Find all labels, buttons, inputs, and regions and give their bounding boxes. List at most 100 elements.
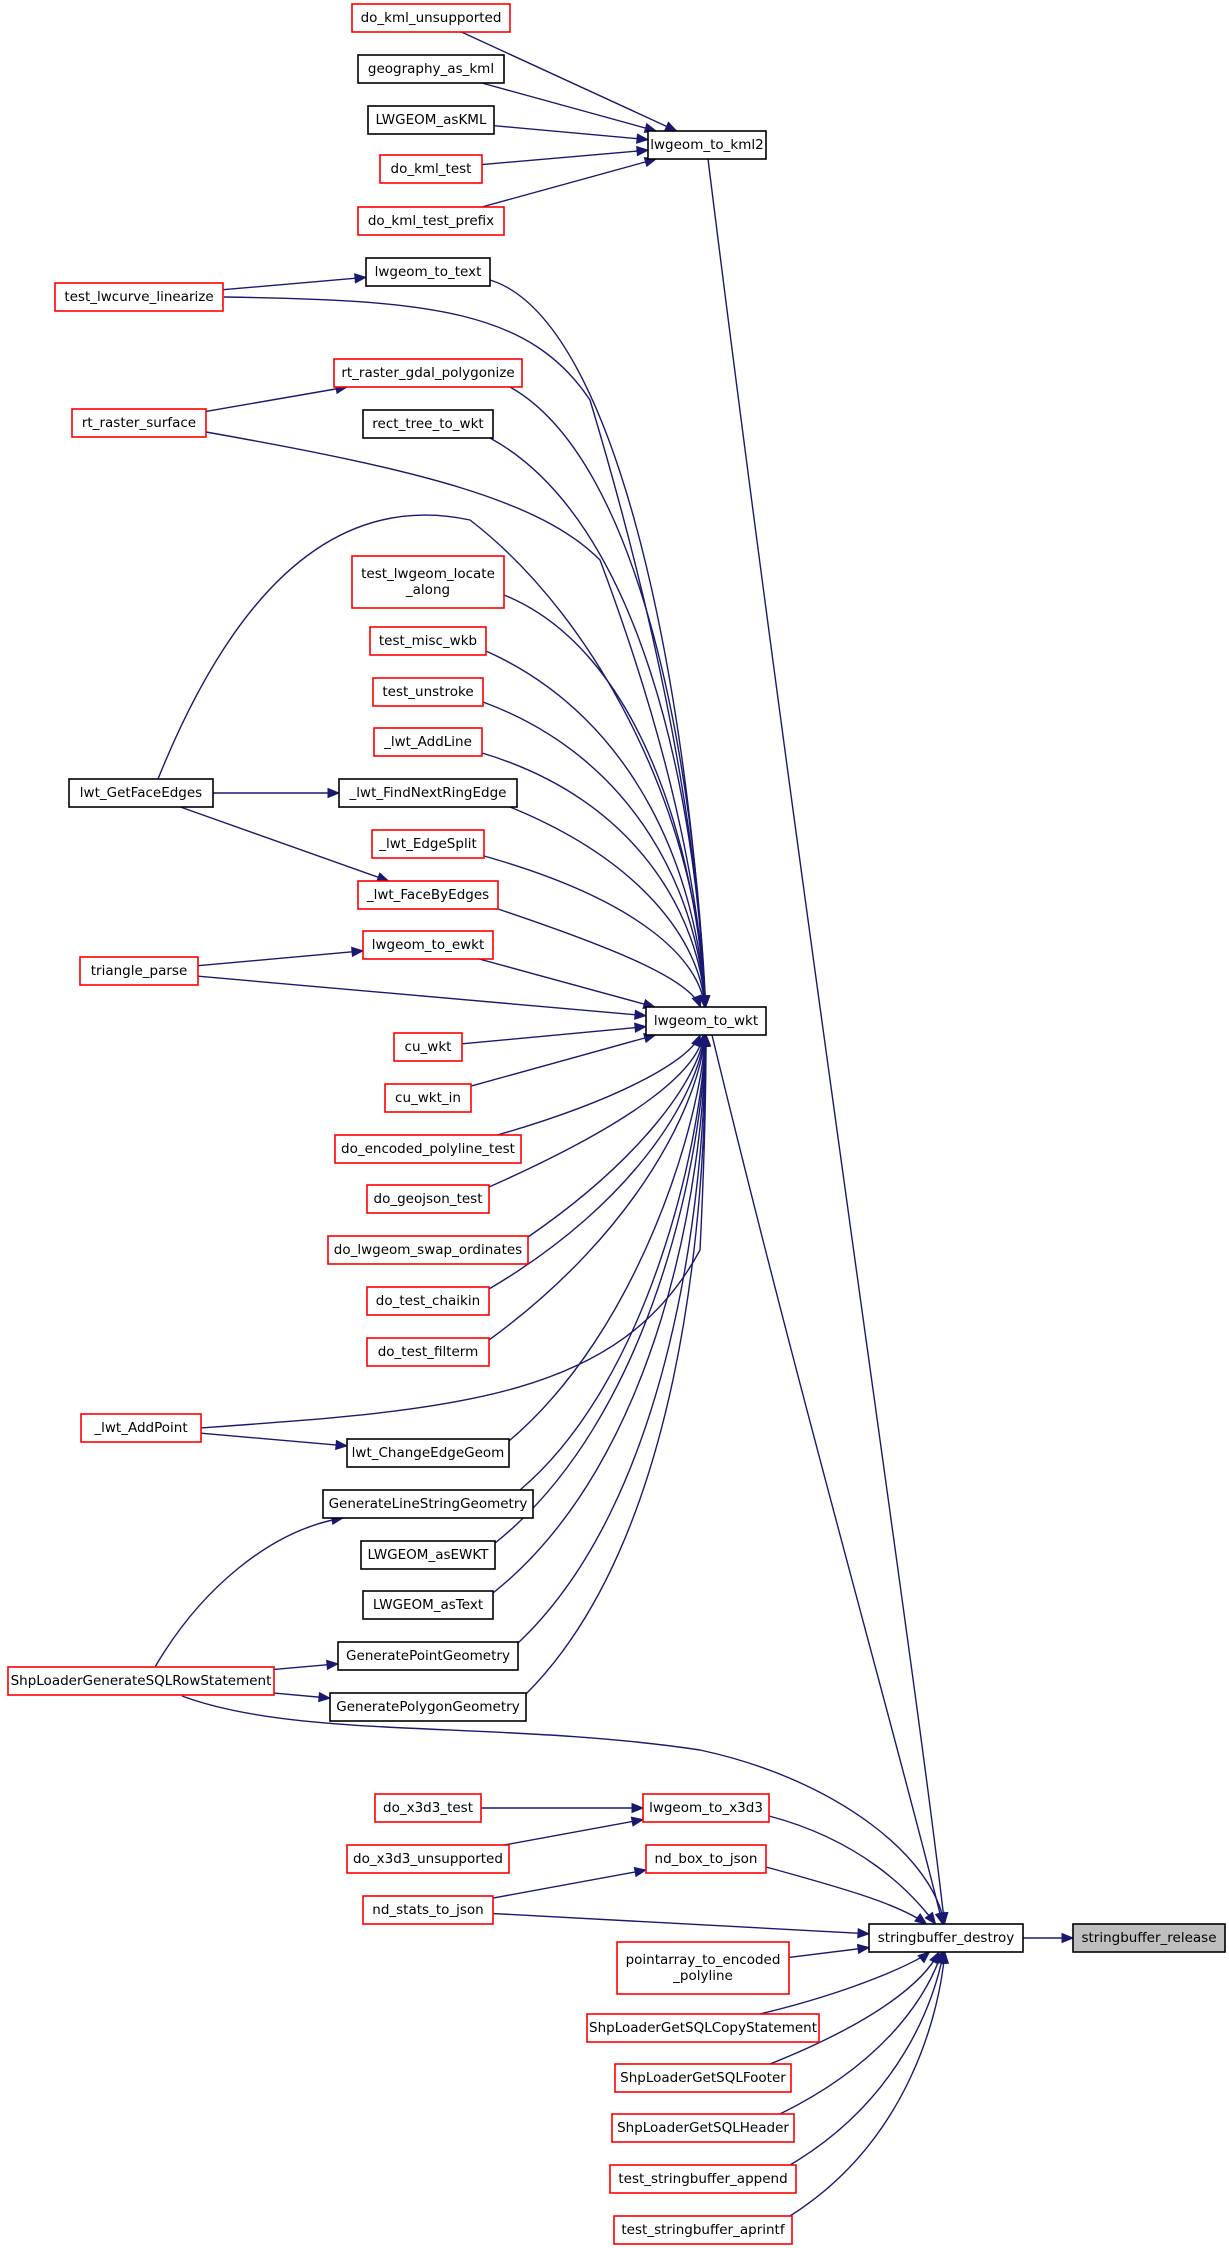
edge-line xyxy=(765,1866,927,1925)
node-do-kml-unsupported[interactable]: do_kml_unsupported xyxy=(351,3,511,33)
node-lwt-findnextringedge[interactable]: _lwt_FindNextRingEdge xyxy=(338,778,518,808)
node-label: do_x3d3_unsupported xyxy=(353,1851,503,1867)
node-lwgeom-astext[interactable]: LWGEOM_asText xyxy=(362,1590,494,1620)
node-label: _lwt_FaceByEdges xyxy=(366,887,489,903)
node-test-stringbuffer-append[interactable]: test_stringbuffer_append xyxy=(609,2164,797,2194)
node-lwgeom-to-wkt[interactable]: lwgeom_to_wkt xyxy=(645,1006,767,1036)
node-box xyxy=(68,778,214,808)
node-cu-wkt-in[interactable]: cu_wkt_in xyxy=(384,1083,472,1113)
edge-do-lwgeom-swap-ordinates-to-lwgeom-to-wkt xyxy=(527,1033,708,1238)
node-lwt-changeedgegeom[interactable]: lwt_ChangeEdgeGeom xyxy=(346,1438,510,1468)
node-rt-raster-surface[interactable]: rt_raster_surface xyxy=(71,408,207,438)
node-box xyxy=(357,54,505,84)
edge-do-kml-test-to-lwgeom-to-kml2 xyxy=(481,145,650,166)
edge-lwgeom-to-kml2-to-stringbuffer-destroy xyxy=(707,158,949,1926)
arrowhead-icon xyxy=(634,1022,648,1033)
node-generatepointgeometry[interactable]: GeneratePointGeometry xyxy=(337,1641,519,1671)
node-lwt-edgesplit[interactable]: _lwt_EdgeSplit xyxy=(371,829,485,859)
node-label: do_test_chaikin xyxy=(376,1293,480,1309)
edge-line xyxy=(222,276,367,291)
node-lwt-addpoint[interactable]: _lwt_AddPoint xyxy=(80,1413,202,1443)
node-lwgeom-to-x3d3[interactable]: lwgeom_to_x3d3 xyxy=(642,1793,770,1823)
node-label: GenerateLineStringGeometry xyxy=(329,1496,528,1512)
edge-pointarray-to-encoded-polyline-to-stringbuffer-destroy xyxy=(788,1943,871,1959)
node-box xyxy=(647,130,767,160)
node-lwt-addline[interactable]: _lwt_AddLine xyxy=(373,727,483,757)
node-do-x3d3-test[interactable]: do_x3d3_test xyxy=(374,1793,482,1823)
call-graph-edges xyxy=(154,31,1075,2217)
node-do-test-chaikin[interactable]: do_test_chaikin xyxy=(366,1286,490,1316)
node-shploadergetsqlcopystatement[interactable]: ShpLoaderGetSQLCopyStatement xyxy=(586,2013,820,2043)
node-generatepolygongeometry[interactable]: GeneratePolygonGeometry xyxy=(329,1692,527,1722)
node-cu-wkt[interactable]: cu_wkt xyxy=(393,1032,463,1062)
node-shploadergetsqlfooter[interactable]: ShpLoaderGetSQLFooter xyxy=(614,2063,792,2093)
node-do-kml-test[interactable]: do_kml_test xyxy=(379,154,483,184)
node-box xyxy=(362,1895,494,1925)
edge-do-encoded-polyline-test-to-lwgeom-to-wkt xyxy=(493,1033,701,1137)
node-label: GeneratePolygonGeometry xyxy=(336,1699,519,1715)
edge-lwgeom-to-text-to-lwgeom-to-wkt xyxy=(489,279,710,1009)
node-label: rt_raster_surface xyxy=(82,415,196,431)
node-label: triangle_parse xyxy=(91,963,188,979)
node-test-unstroke[interactable]: test_unstroke xyxy=(372,677,484,707)
node-do-geojson-test[interactable]: do_geojson_test xyxy=(366,1184,490,1214)
node-label: lwgeom_to_x3d3 xyxy=(649,1800,763,1816)
node-test-stringbuffer-aprintf[interactable]: test_stringbuffer_aprintf xyxy=(613,2215,793,2245)
arrowhead-icon xyxy=(914,1913,928,1925)
node-nd-stats-to-json[interactable]: nd_stats_to_json xyxy=(362,1895,494,1925)
node-generatelinestringgeometry[interactable]: GenerateLineStringGeometry xyxy=(322,1489,534,1519)
node-lwt-facebyedges[interactable]: _lwt_FaceByEdges xyxy=(357,880,499,910)
node-label: do_lwgeom_swap_ordinates xyxy=(334,1242,522,1258)
node-label: lwgeom_to_text xyxy=(375,264,482,280)
node-box xyxy=(357,206,505,236)
node-label: _lwt_EdgeSplit xyxy=(378,836,477,852)
edge-lwgeom-to-x3d3-to-stringbuffer-destroy xyxy=(768,1815,937,1926)
node-triangle-parse[interactable]: triangle_parse xyxy=(79,956,199,986)
node-lwgeom-asewkt[interactable]: LWGEOM_asEWKT xyxy=(360,1540,496,1570)
arrowhead-icon xyxy=(634,1009,648,1020)
edge-shploadergeneratesqlrowstatement-to-generatepolygongeometry xyxy=(273,1691,332,1703)
node-label: ShpLoaderGetSQLFooter xyxy=(620,2070,786,2086)
node-shploadergeneratesqlrowstatement[interactable]: ShpLoaderGenerateSQLRowStatement xyxy=(7,1666,275,1696)
node-do-x3d3-unsupported[interactable]: do_x3d3_unsupported xyxy=(346,1844,510,1874)
edge-lwgeom-to-ewkt-to-lwgeom-to-wkt xyxy=(479,958,657,1010)
node-lwgeom-to-kml2[interactable]: lwgeom_to_kml2 xyxy=(647,130,767,160)
node-stringbuffer-destroy[interactable]: stringbuffer_destroy xyxy=(868,1923,1024,1953)
node-geography-as-kml[interactable]: geography_as_kml xyxy=(357,54,505,84)
node-do-test-filterm[interactable]: do_test_filterm xyxy=(366,1337,490,1367)
node-lwgeom-to-ewkt[interactable]: lwgeom_to_ewkt xyxy=(362,930,494,960)
node-rt-raster-gdal-polygonize[interactable]: rt_raster_gdal_polygonize xyxy=(333,358,523,388)
node-label: nd_stats_to_json xyxy=(372,1902,483,1918)
node-box xyxy=(645,1844,767,1874)
edge-cu-wkt-in-to-lwgeom-to-wkt xyxy=(470,1033,657,1087)
node-lwgeom-to-text[interactable]: lwgeom_to_text xyxy=(365,257,491,287)
node-do-lwgeom-swap-ordinates[interactable]: do_lwgeom_swap_ordinates xyxy=(327,1235,529,1265)
node-lwgeom-askml[interactable]: LWGEOM_asKML xyxy=(367,105,495,135)
arrowhead-icon xyxy=(631,1802,645,1814)
edge-line xyxy=(779,1951,943,2115)
arrowhead-icon xyxy=(318,1691,332,1703)
node-do-kml-test-prefix[interactable]: do_kml_test_prefix xyxy=(357,206,505,236)
node-box xyxy=(868,1923,1024,1953)
node-nd-box-to-json[interactable]: nd_box_to_json xyxy=(645,1844,767,1874)
edge-do-geojson-test-to-lwgeom-to-wkt xyxy=(488,1033,707,1188)
node-box xyxy=(346,1438,510,1468)
arrowhead-icon xyxy=(633,1866,648,1878)
edge-test-lwgeom-locate-along-to-lwgeom-to-wkt xyxy=(503,594,710,1009)
node-rect-tree-to-wkt[interactable]: rect_tree_to_wkt xyxy=(362,409,494,439)
node-pointarray-to-encoded-polyline[interactable]: pointarray_to_encoded_polyline xyxy=(616,1941,790,1995)
node-box xyxy=(337,1641,519,1671)
node-test-lwgeom-locate-along[interactable]: test_lwgeom_locate_along xyxy=(351,555,505,609)
node-do-encoded-polyline-test[interactable]: do_encoded_polyline_test xyxy=(334,1134,522,1164)
node-shploadergetsqlheader[interactable]: ShpLoaderGetSQLHeader xyxy=(611,2113,795,2143)
node-lwt-getfaceedges[interactable]: lwt_GetFaceEdges xyxy=(68,778,214,808)
node-label: LWGEOM_asText xyxy=(373,1597,483,1613)
arrowhead-icon xyxy=(917,1951,931,1964)
node-test-lwcurve-linearize[interactable]: test_lwcurve_linearize xyxy=(54,282,224,312)
edge-test-stringbuffer-append-to-stringbuffer-destroy xyxy=(789,1950,947,2166)
edge-rt-raster-gdal-polygonize-to-lwgeom-to-wkt xyxy=(509,386,711,1009)
arrowhead-icon xyxy=(636,133,650,144)
node-test-misc-wkb[interactable]: test_misc_wkb xyxy=(369,626,487,656)
node-box xyxy=(611,2113,795,2143)
node-label: ShpLoaderGetSQLCopyStatement xyxy=(589,2020,817,2036)
